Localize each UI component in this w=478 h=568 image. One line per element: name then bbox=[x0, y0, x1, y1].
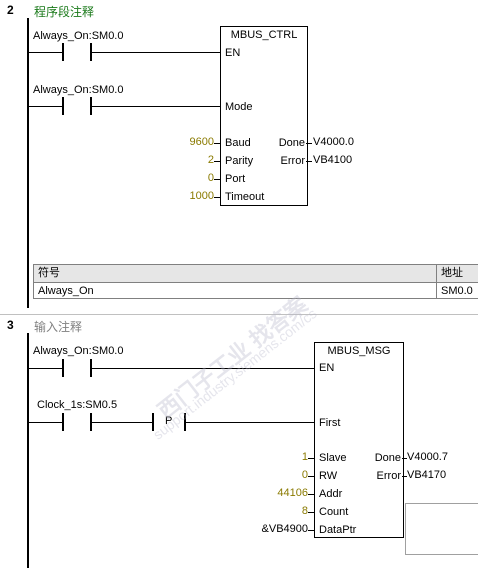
pin-en: EN bbox=[225, 47, 241, 59]
baud-value[interactable]: 9600 bbox=[189, 136, 214, 148]
pin-port: Port bbox=[225, 173, 246, 185]
wire bbox=[29, 52, 62, 53]
pin-addr: Addr bbox=[319, 488, 343, 500]
symbol-cell: Always_On bbox=[34, 283, 437, 298]
pin-en: EN bbox=[319, 362, 335, 374]
contact-label-always-on-3: Always_On:SM0.0 bbox=[33, 345, 124, 357]
wire bbox=[29, 368, 62, 369]
pin-rw: RW bbox=[319, 470, 338, 482]
network-number-3[interactable]: 3 bbox=[7, 318, 14, 332]
wire bbox=[308, 476, 314, 477]
wire bbox=[306, 161, 312, 162]
address-column-header[interactable]: 地址 bbox=[441, 267, 463, 279]
empty-instruction-box[interactable] bbox=[405, 503, 478, 555]
contact-label-always-on-1: Always_On:SM0.0 bbox=[33, 30, 124, 42]
addr-value[interactable]: 44106 bbox=[277, 487, 308, 499]
wire bbox=[214, 161, 220, 162]
contact-no-left[interactable] bbox=[62, 413, 64, 431]
pin-done: Done bbox=[278, 137, 305, 149]
mbus-ctrl-block[interactable]: MBUS_CTRL EN Mode Baud Parity Port Timeo… bbox=[220, 26, 308, 206]
wire bbox=[214, 179, 220, 180]
error-output-value[interactable]: VB4170 bbox=[407, 469, 447, 481]
power-rail-network-2 bbox=[27, 18, 29, 308]
contact-no-left[interactable] bbox=[62, 97, 64, 115]
network-2-title[interactable]: 程序段注释 bbox=[34, 5, 95, 19]
network-number-2[interactable]: 2 bbox=[7, 3, 14, 17]
pin-dataptr: DataPtr bbox=[319, 524, 357, 536]
network-separator bbox=[0, 314, 478, 315]
contact-no-right[interactable] bbox=[90, 97, 92, 115]
done-output-value[interactable]: V4000.7 bbox=[407, 451, 448, 463]
symbol-column-header[interactable]: 符号 bbox=[34, 265, 437, 282]
contact-no-left[interactable] bbox=[62, 359, 64, 377]
contact-no-left[interactable] bbox=[62, 43, 64, 61]
wire bbox=[92, 368, 314, 369]
wire bbox=[29, 106, 62, 107]
wire bbox=[308, 494, 314, 495]
wire bbox=[308, 458, 314, 459]
pin-baud: Baud bbox=[225, 137, 251, 149]
pin-slave: Slave bbox=[319, 452, 347, 464]
pin-parity: Parity bbox=[225, 155, 254, 167]
pulse-contact-left[interactable] bbox=[152, 413, 154, 431]
wire bbox=[214, 197, 220, 198]
pin-count: Count bbox=[319, 506, 349, 518]
wire bbox=[92, 52, 220, 53]
pin-error: Error bbox=[280, 155, 305, 167]
timeout-value[interactable]: 1000 bbox=[189, 190, 214, 202]
symbol-table: 符号 地址 Always_On SM0.0 bbox=[33, 264, 478, 299]
mbus-msg-block[interactable]: MBUS_MSG EN First Slave RW Addr Count Da… bbox=[314, 342, 404, 538]
table-row[interactable]: Always_On SM0.0 bbox=[34, 283, 478, 298]
wire bbox=[308, 512, 314, 513]
wire bbox=[306, 143, 312, 144]
network-3-title[interactable]: 输入注释 bbox=[34, 320, 83, 334]
contact-label-always-on-2: Always_On:SM0.0 bbox=[33, 84, 124, 96]
wire bbox=[308, 530, 314, 531]
rw-value[interactable]: 0 bbox=[301, 469, 308, 481]
network-gutter bbox=[0, 0, 29, 568]
wire bbox=[29, 422, 62, 423]
pulse-contact-right[interactable] bbox=[184, 413, 186, 431]
count-value[interactable]: 8 bbox=[301, 505, 308, 517]
mbus-msg-block-title: MBUS_MSG bbox=[327, 345, 391, 357]
pin-mode: Mode bbox=[225, 101, 253, 113]
contact-no-right[interactable] bbox=[90, 43, 92, 61]
symbol-table-header: 符号 地址 bbox=[34, 265, 478, 283]
address-cell: SM0.0 bbox=[441, 285, 473, 297]
power-rail-network-3 bbox=[27, 333, 29, 568]
pin-first: First bbox=[319, 417, 341, 429]
slave-value[interactable]: 1 bbox=[301, 451, 308, 463]
dataptr-value[interactable]: &VB4900 bbox=[261, 523, 308, 535]
pin-timeout: Timeout bbox=[225, 191, 265, 203]
port-value[interactable]: 0 bbox=[207, 172, 214, 184]
wire bbox=[402, 476, 407, 477]
wire bbox=[92, 422, 152, 423]
wire bbox=[214, 143, 220, 144]
mbus-ctrl-block-title: MBUS_CTRL bbox=[230, 29, 298, 41]
pin-error: Error bbox=[376, 470, 401, 482]
parity-value[interactable]: 2 bbox=[207, 154, 214, 166]
contact-no-right[interactable] bbox=[90, 359, 92, 377]
done-output-value[interactable]: V4000.0 bbox=[313, 136, 354, 148]
wire bbox=[186, 422, 314, 423]
contact-no-right[interactable] bbox=[90, 413, 92, 431]
contact-label-clock-1s: Clock_1s:SM0.5 bbox=[37, 399, 118, 411]
wire bbox=[402, 458, 407, 459]
pulse-contact-label: P bbox=[165, 415, 173, 427]
wire bbox=[92, 106, 220, 107]
pin-done: Done bbox=[374, 452, 401, 464]
error-output-value[interactable]: VB4100 bbox=[313, 154, 353, 166]
